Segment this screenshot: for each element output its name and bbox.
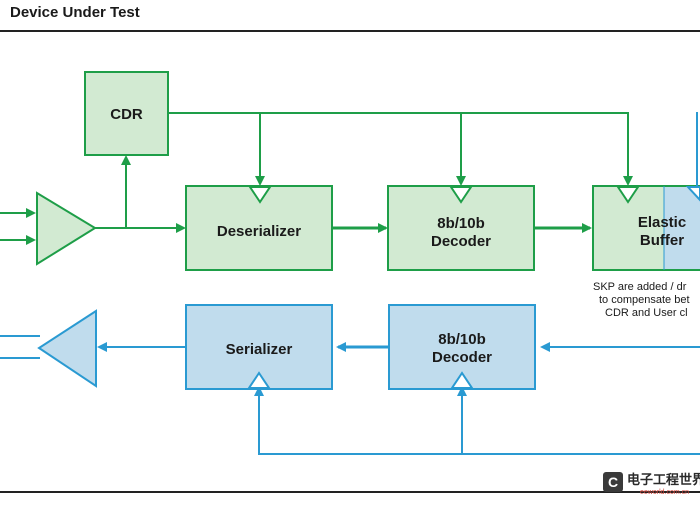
elastic-buffer-label-line1: Elastic <box>638 214 686 231</box>
user-clock-input-icon <box>685 186 700 202</box>
skp-note-line1: SKP are added / dr <box>593 281 687 293</box>
tx-decoder-label-line2: Decoder <box>432 349 492 366</box>
cdr-clock-line <box>168 112 633 186</box>
tx-amplifier <box>37 309 97 388</box>
clock-input-icon <box>449 186 473 204</box>
rx-amplifier <box>36 191 97 266</box>
serializer-label: Serializer <box>226 341 293 358</box>
skp-note-line2: to compensate bet <box>599 294 690 306</box>
rx-decoder-label-line2: Decoder <box>431 233 491 250</box>
page-title: Device Under Test <box>10 4 140 21</box>
tx-decoder-label-line1: 8b/10b <box>438 331 486 348</box>
clock-input-icon <box>450 371 474 389</box>
watermark: C 电子工程世界 eeworld.com.cn <box>603 472 700 496</box>
skp-note-line3: CDR and User cl <box>605 307 688 319</box>
tx-clock-line <box>254 386 700 455</box>
clock-input-icon <box>248 186 272 204</box>
clock-input-icon <box>247 371 271 389</box>
cdr-label: CDR <box>110 106 143 123</box>
clock-input-icon <box>616 186 640 204</box>
serializer-block: Serializer <box>185 304 333 390</box>
watermark-url: eeworld.com.cn <box>640 489 689 496</box>
rx-decoder-label-line1: 8b/10b <box>437 215 485 232</box>
elastic-buffer-label-line2: Buffer <box>640 232 684 249</box>
rx-decoder-block: 8b/10b Decoder <box>387 185 535 271</box>
buffer-user-clock-domain <box>664 187 700 269</box>
watermark-text: 电子工程世界 <box>627 472 700 488</box>
deserializer-block: Deserializer <box>185 185 333 271</box>
elastic-buffer-block: Elastic Buffer <box>592 185 700 271</box>
watermark-logo-icon <box>603 472 623 492</box>
tx-decoder-block: 8b/10b Decoder <box>388 304 536 390</box>
deserializer-label: Deserializer <box>217 223 301 240</box>
cdr-block: CDR <box>84 71 169 156</box>
svg-text:C: C <box>608 474 618 490</box>
